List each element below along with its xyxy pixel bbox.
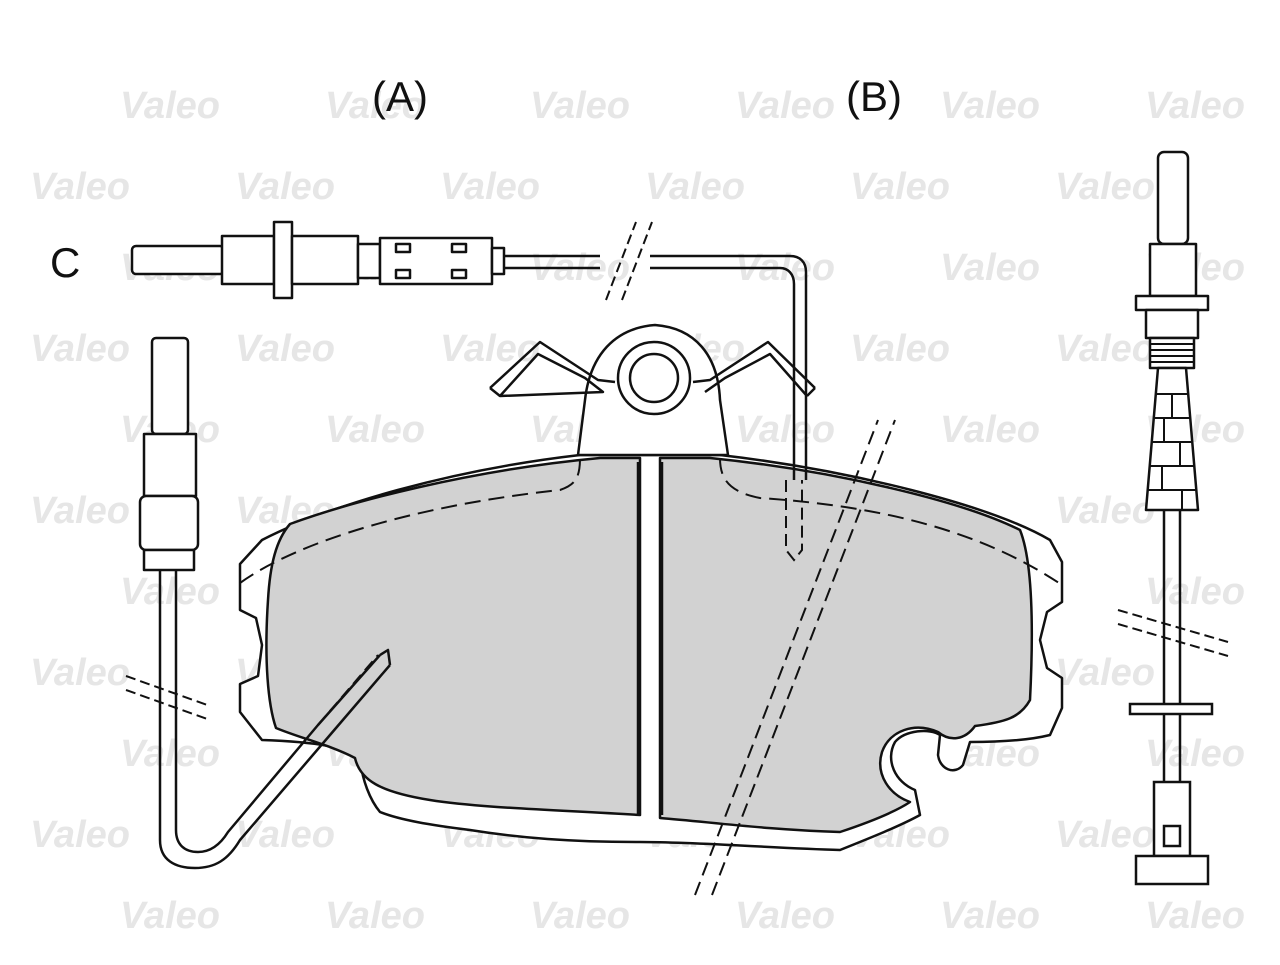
watermark-text: Valeo — [1145, 895, 1245, 937]
sensor-left-break-marks — [125, 675, 211, 721]
spring-clip-wire — [489, 340, 816, 398]
watermark-text: Valeo — [30, 490, 130, 532]
sensor-left-cable — [158, 570, 392, 870]
watermark-text: Valeo — [325, 409, 425, 451]
watermark-text: Valeo — [1055, 652, 1155, 694]
sensor-b-ribs — [1148, 343, 1196, 510]
watermark-text: Valeo — [645, 166, 745, 208]
watermark-text: Valeo — [30, 328, 130, 370]
watermark-text: Valeo — [30, 166, 130, 208]
pad-break-marks — [694, 419, 896, 896]
watermark-text: Valeo — [120, 571, 220, 613]
centre-slot — [636, 462, 664, 815]
watermark-text: Valeo — [530, 895, 630, 937]
watermark-text: Valeo — [1055, 166, 1155, 208]
watermark-text: Valeo — [325, 895, 425, 937]
watermark-text: Valeo — [120, 733, 220, 775]
watermark-text: Valeo — [120, 85, 220, 127]
watermark-text: Valeo — [1145, 733, 1245, 775]
sensor-b-cable — [1162, 510, 1182, 782]
watermark-text: Valeo — [530, 85, 630, 127]
watermark-text: Valeo — [1055, 814, 1155, 856]
sensor-a-break-marks — [605, 221, 653, 301]
sensor-b-clip — [1128, 702, 1214, 886]
watermark-text: Valeo — [440, 328, 540, 370]
watermark-text: Valeo — [440, 166, 540, 208]
label-b: (B) — [846, 73, 902, 120]
watermark-text: Valeo — [735, 409, 835, 451]
sensor-b-break-marks — [1117, 609, 1229, 657]
watermark-text: Valeo — [30, 814, 130, 856]
watermark-text: Valeo — [735, 85, 835, 127]
watermark-text: Valeo — [30, 652, 130, 694]
sensor-b — [1134, 150, 1210, 512]
watermark-text: Valeo — [940, 85, 1040, 127]
sensor-a-connector — [130, 220, 506, 300]
spring-clip-boss — [576, 323, 730, 457]
watermark-text: Valeo — [120, 895, 220, 937]
watermark-text: Valeo — [850, 328, 950, 370]
watermark-text: Valeo — [1055, 490, 1155, 532]
sensor-a-cable — [504, 254, 808, 480]
sensor-left-connector — [138, 336, 200, 572]
label-a: (A) — [372, 73, 428, 120]
watermark-text: Valeo — [1055, 328, 1155, 370]
watermark-text: Valeo — [850, 166, 950, 208]
watermark-text: Valeo — [940, 895, 1040, 937]
watermark-text: Valeo — [940, 409, 1040, 451]
watermark-text: Valeo — [235, 328, 335, 370]
watermark-text: Valeo — [235, 166, 335, 208]
watermark-text: Valeo — [940, 247, 1040, 289]
watermark-text: Valeo — [735, 895, 835, 937]
watermark-text: Valeo — [235, 814, 335, 856]
watermark-text: Valeo — [1145, 571, 1245, 613]
watermark-text: Valeo — [325, 85, 425, 127]
watermark-text: Valeo — [1145, 85, 1245, 127]
friction-material — [265, 456, 1034, 834]
sensor-left-hidden — [317, 654, 379, 726]
label-c: C — [50, 239, 81, 286]
sensor-a-hidden-probe — [785, 480, 803, 562]
